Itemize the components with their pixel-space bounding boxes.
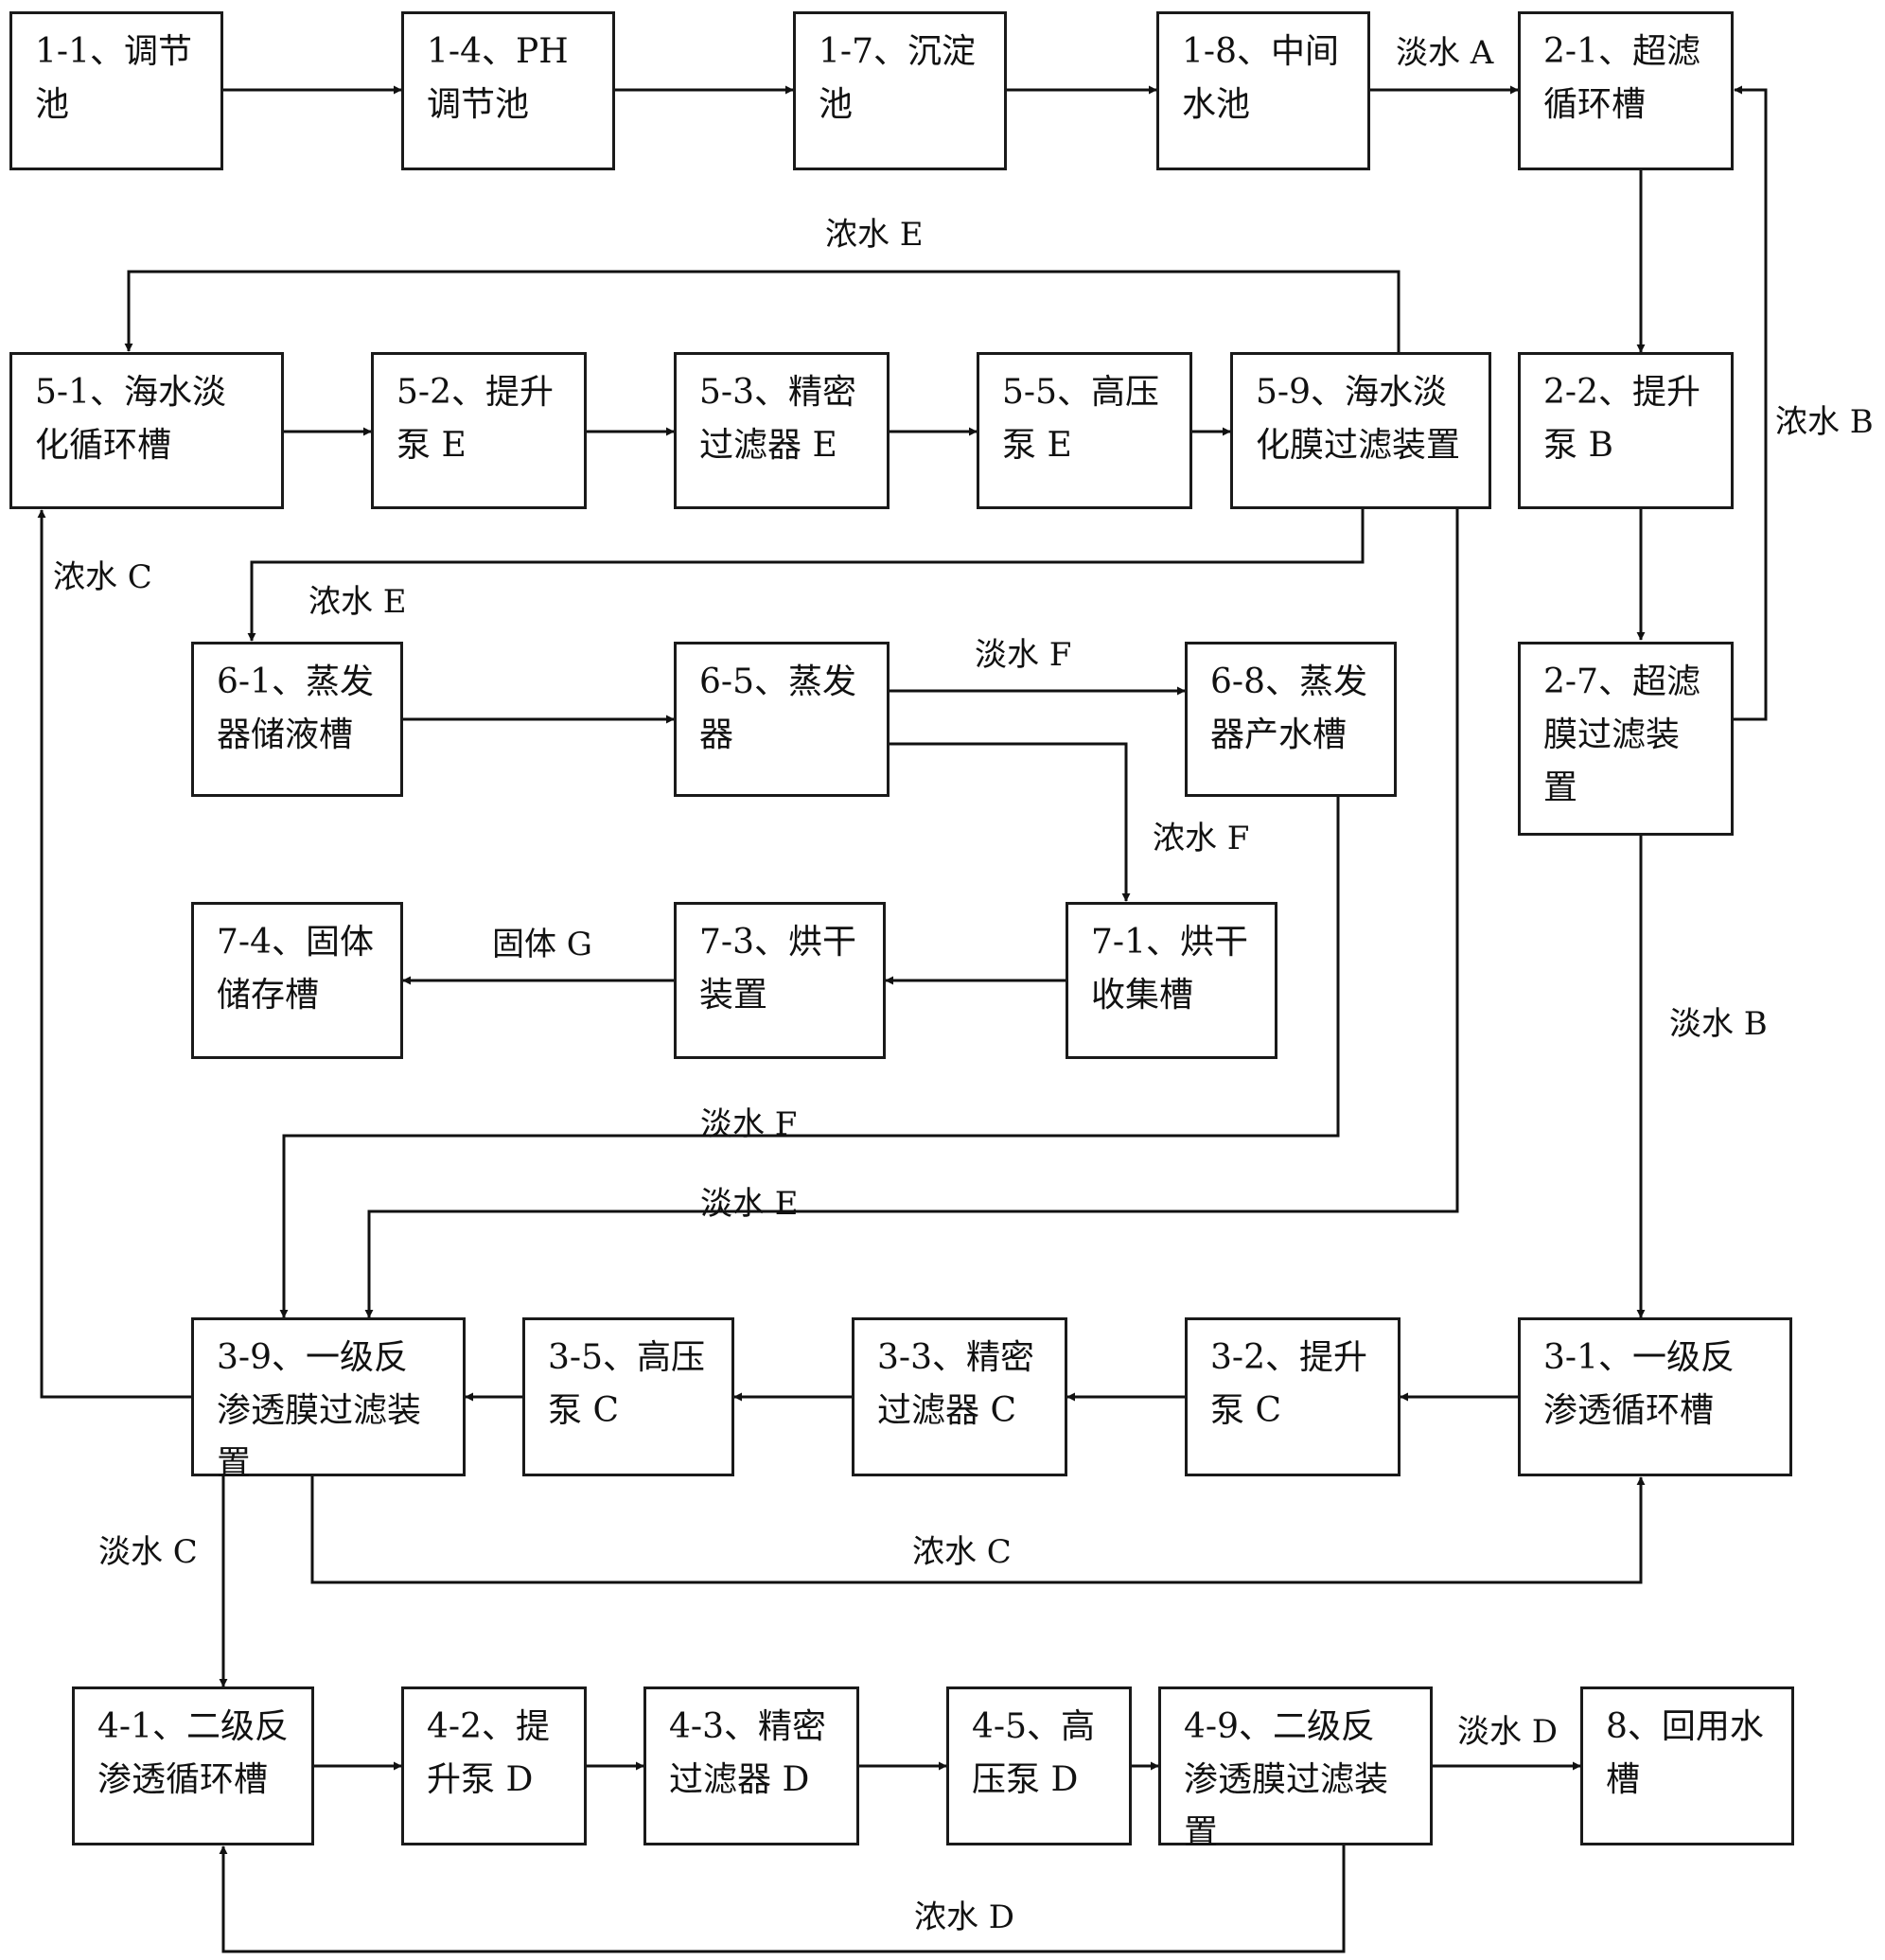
- node-4-5-label: 4-5、高压泵 D: [972, 1707, 1095, 1799]
- label-concentrate-e-return: 浓水 E: [825, 216, 924, 254]
- node-4-3-precision-filter-d: 4-3、精密过滤器 D: [643, 1686, 859, 1845]
- node-3-3-label: 3-3、精密过滤器 C: [877, 1338, 1034, 1430]
- node-7-1-label: 7-1、烘干收集槽: [1091, 923, 1248, 1015]
- edge-3-9-conc-c-to-5-1: [37, 509, 191, 1399]
- label-concentrate-c-to-desalination: 浓水 C: [53, 558, 152, 596]
- node-7-1-dryer-collection-tank: 7-1、烘干收集槽: [1066, 902, 1277, 1059]
- node-3-1-primary-ro-tank: 3-1、一级反渗透循环槽: [1518, 1317, 1792, 1476]
- node-5-1-label: 5-1、海水淡化循环槽: [35, 373, 226, 465]
- node-8-label: 8、回用水槽: [1606, 1707, 1764, 1799]
- node-1-1-regulating-tank: 1-1、调节池: [9, 11, 223, 170]
- node-6-8-label: 6-8、蒸发器产水槽: [1210, 662, 1367, 754]
- label-concentrate-f: 浓水 F: [1153, 820, 1250, 857]
- node-3-5-high-pressure-pump-c: 3-5、高压泵 C: [522, 1317, 734, 1476]
- node-2-1-label: 2-1、超滤循环槽: [1543, 32, 1700, 124]
- node-3-2-label: 3-2、提升泵 C: [1210, 1338, 1367, 1430]
- node-3-3-precision-filter-c: 3-3、精密过滤器 C: [852, 1317, 1067, 1476]
- edge-6-5-conc-f-to-7-1: [890, 742, 1131, 902]
- node-1-7-settling-tank: 1-7、沉淀池: [793, 11, 1007, 170]
- node-1-8-intermediate-tank: 1-8、中间水池: [1156, 11, 1370, 170]
- edge-2-7-conc-b-return: [1734, 85, 1768, 721]
- node-3-5-label: 3-5、高压泵 C: [548, 1338, 705, 1430]
- label-fresh-water-f-return: 淡水 F: [700, 1105, 798, 1143]
- node-2-7-uf-membrane: 2-7、超滤膜过滤装置: [1518, 642, 1734, 836]
- node-3-1-label: 3-1、一级反渗透循环槽: [1543, 1338, 1735, 1430]
- node-5-5-high-pressure-pump-e: 5-5、高压泵 E: [977, 352, 1192, 509]
- node-5-9-desalination-membrane: 5-9、海水淡化膜过滤装置: [1230, 352, 1491, 509]
- edge-5-9-conc-e-to-6-1: [247, 509, 1365, 642]
- label-fresh-water-a: 淡水 A: [1396, 34, 1494, 72]
- label-fresh-water-d: 淡水 D: [1457, 1713, 1559, 1751]
- node-5-3-precision-filter-e: 5-3、精密过滤器 E: [674, 352, 890, 509]
- node-8-reuse-water-tank: 8、回用水槽: [1580, 1686, 1794, 1845]
- node-2-2-lift-pump-b: 2-2、提升泵 B: [1518, 352, 1734, 509]
- node-1-8-label: 1-8、中间水池: [1182, 32, 1339, 124]
- label-fresh-water-f-evaporator: 淡水 F: [975, 636, 1072, 674]
- node-7-3-dryer: 7-3、烘干装置: [674, 902, 886, 1059]
- node-3-9-label: 3-9、一级反渗透膜过滤装置: [217, 1338, 422, 1483]
- label-fresh-water-c: 淡水 C: [98, 1533, 198, 1571]
- edge-5-9-conc-e-return: [124, 270, 1401, 352]
- edge-3-9-conc-c-to-3-1: [310, 1476, 1646, 1584]
- node-4-2-label: 4-2、提升泵 D: [427, 1707, 550, 1799]
- node-7-4-solid-storage-tank: 7-4、固体储存槽: [191, 902, 403, 1059]
- node-4-1-secondary-ro-tank: 4-1、二级反渗透循环槽: [72, 1686, 314, 1845]
- node-6-5-evaporator: 6-5、蒸发器: [674, 642, 890, 797]
- node-3-9-primary-ro-membrane: 3-9、一级反渗透膜过滤装置: [191, 1317, 466, 1483]
- edge-5-9-fresh-e-to-3-9: [364, 509, 1459, 1318]
- label-fresh-water-b: 淡水 B: [1669, 1005, 1768, 1043]
- node-1-7-label: 1-7、沉淀池: [819, 32, 976, 124]
- node-6-1-evaporator-feed-tank: 6-1、蒸发器储液槽: [191, 642, 403, 797]
- node-6-1-label: 6-1、蒸发器储液槽: [217, 662, 374, 754]
- node-6-5-label: 6-5、蒸发器: [699, 662, 856, 754]
- node-4-9-label: 4-9、二级反渗透膜过滤装置: [1184, 1707, 1389, 1852]
- label-fresh-water-e: 淡水 E: [700, 1185, 799, 1223]
- node-7-4-label: 7-4、固体储存槽: [217, 923, 374, 1015]
- label-concentrate-d: 浓水 D: [914, 1898, 1015, 1936]
- node-5-5-label: 5-5、高压泵 E: [1002, 373, 1159, 465]
- node-4-5-high-pressure-pump-d: 4-5、高压泵 D: [946, 1686, 1132, 1845]
- node-2-1-uf-circulation-tank: 2-1、超滤循环槽: [1518, 11, 1734, 170]
- edge-4-9-conc-d-to-4-1: [219, 1845, 1346, 1953]
- node-5-1-desalination-tank: 5-1、海水淡化循环槽: [9, 352, 284, 509]
- node-4-2-lift-pump-d: 4-2、提升泵 D: [401, 1686, 587, 1845]
- label-concentrate-c-return: 浓水 C: [912, 1533, 1012, 1571]
- node-1-1-label: 1-1、调节池: [35, 32, 192, 124]
- node-4-3-label: 4-3、精密过滤器 D: [669, 1707, 826, 1799]
- node-4-9-secondary-ro-membrane: 4-9、二级反渗透膜过滤装置: [1158, 1686, 1433, 1852]
- node-1-4-ph-tank: 1-4、PH 调节池: [401, 11, 615, 170]
- node-5-2-label: 5-2、提升泵 E: [396, 373, 554, 465]
- node-4-1-label: 4-1、二级反渗透循环槽: [97, 1707, 289, 1799]
- node-2-2-label: 2-2、提升泵 B: [1543, 373, 1700, 465]
- node-1-4-label: 1-4、PH 调节池: [427, 32, 569, 124]
- edge-6-8-fresh-f-to-3-9: [279, 797, 1340, 1318]
- node-5-3-label: 5-3、精密过滤器 E: [699, 373, 856, 465]
- node-5-2-lift-pump-e: 5-2、提升泵 E: [371, 352, 587, 509]
- label-concentrate-b: 浓水 B: [1775, 403, 1874, 441]
- node-6-8-evaporator-product-tank: 6-8、蒸发器产水槽: [1185, 642, 1397, 797]
- node-3-2-lift-pump-c: 3-2、提升泵 C: [1185, 1317, 1401, 1476]
- label-solid-g: 固体 G: [492, 926, 592, 963]
- node-2-7-label: 2-7、超滤膜过滤装置: [1543, 662, 1700, 807]
- node-5-9-label: 5-9、海水淡化膜过滤装置: [1256, 373, 1461, 465]
- node-7-3-label: 7-3、烘干装置: [699, 923, 856, 1015]
- label-concentrate-e-to-evaporator: 浓水 E: [308, 583, 407, 621]
